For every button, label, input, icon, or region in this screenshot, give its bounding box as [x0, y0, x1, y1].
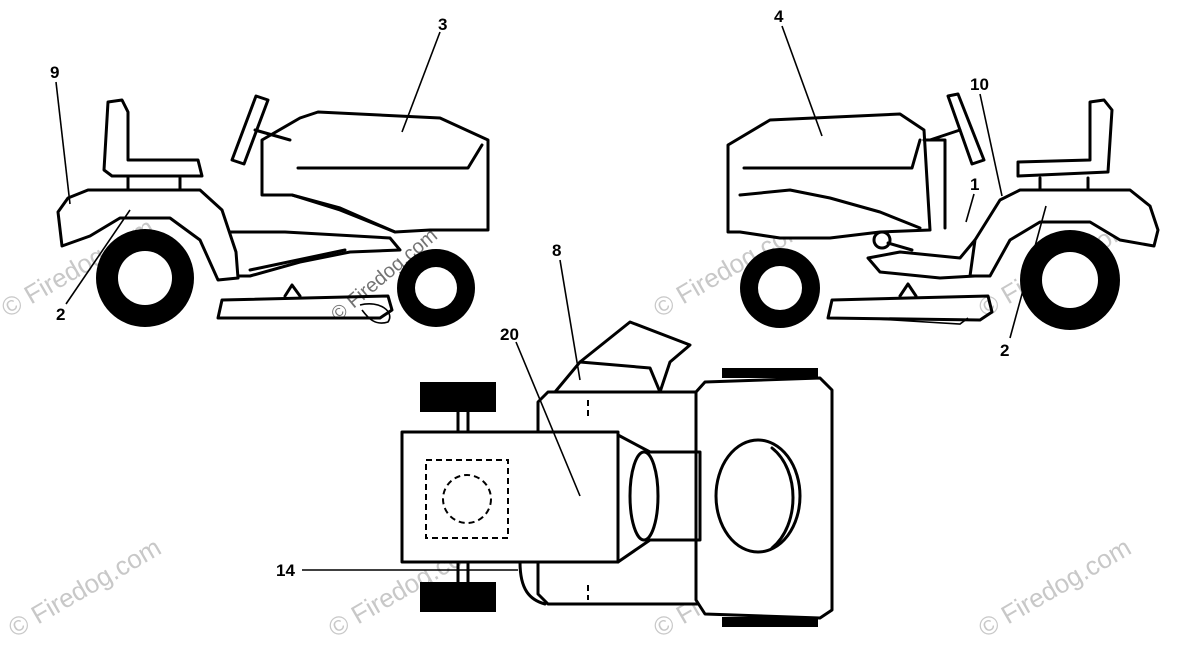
callout-20: 20: [500, 325, 519, 344]
front-tire-bottom: [722, 617, 818, 627]
watermark: © Firedog.com: [973, 532, 1136, 643]
lever-knob: [872, 230, 892, 250]
footrest: [216, 230, 402, 278]
seat: [102, 98, 204, 178]
callout-9: 9: [50, 63, 59, 82]
callout-2-left: 2: [56, 305, 65, 324]
front-tire-top: [722, 368, 818, 378]
hood-left: [260, 110, 490, 234]
callout-10: 10: [970, 75, 989, 94]
tractor-right-side-view: [726, 92, 1160, 330]
decal-circle: [442, 474, 492, 524]
callout-3: 3: [438, 15, 447, 34]
callout-4: 4: [774, 7, 784, 26]
callout-1: 1: [970, 175, 979, 194]
mower-deck: [216, 294, 394, 320]
callout-14: 14: [276, 561, 295, 580]
steering-wheel: [946, 92, 986, 166]
callout-labels: 3 4 9 10 1 2 2 8 20 14: [50, 7, 1009, 580]
decal-area: [425, 459, 509, 539]
tractor-left-side-view: [56, 94, 490, 327]
rear-tire-top: [420, 382, 496, 412]
mower-deck: [826, 294, 994, 322]
hood-vent: [714, 438, 802, 554]
rear-tire-bottom: [420, 582, 496, 612]
rear-fender: [56, 188, 240, 282]
steering-wheel: [230, 94, 270, 166]
rear-fender: [968, 188, 1160, 278]
callout-2-right: 2: [1000, 341, 1009, 360]
leader-lines: [55, 25, 1047, 571]
watermark: © Firedog.com: [3, 532, 166, 643]
footrest: [866, 238, 977, 280]
discharge-chute: [553, 320, 692, 394]
seat: [1016, 98, 1114, 178]
rear-deck-top: [400, 430, 620, 564]
tractor-top-view: [400, 320, 834, 627]
callout-8: 8: [552, 241, 561, 260]
steering-column-top: [628, 450, 660, 542]
